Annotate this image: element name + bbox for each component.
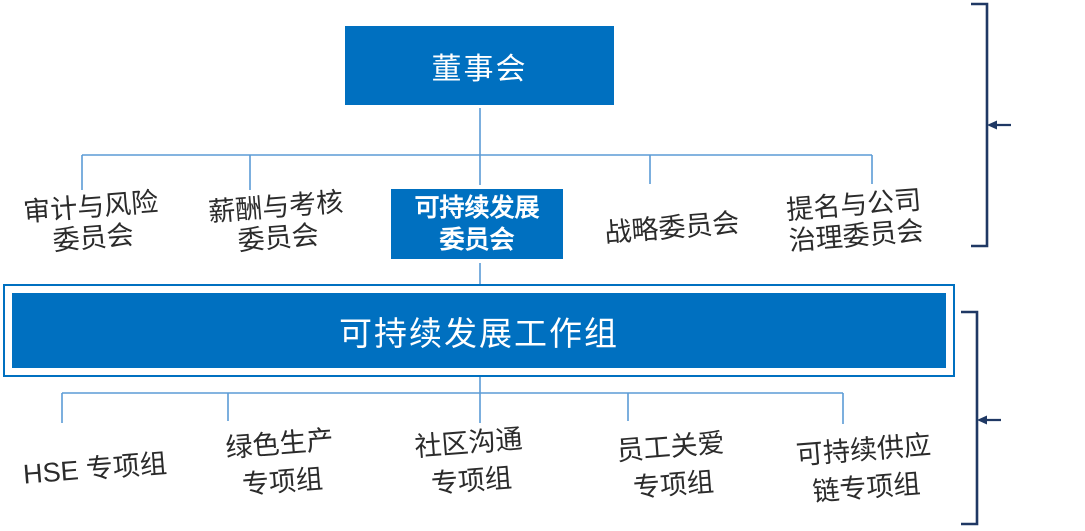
node-green-production-task-force[interactable]: 绿色生产 专项组: [193, 418, 368, 507]
level2-connector-lines: [81, 108, 873, 190]
node-employee-care-task-force[interactable]: 员工关爱 专项组: [584, 421, 759, 510]
node-sustainable-supply-chain-task-force[interactable]: 可持续供应 链专项组: [777, 424, 952, 513]
group-bracket-bottom: [961, 310, 1001, 526]
group-bracket-top: [971, 2, 1011, 248]
node-community-communication-task-force[interactable]: 社区沟通 专项组: [382, 417, 557, 506]
node-board-label: 董事会: [431, 52, 528, 86]
level4-connector-lines: [61, 369, 844, 424]
node-sustainability-committee[interactable]: 可持续发展 委员会: [387, 185, 567, 263]
working-group-fill: 可持续发展工作组: [12, 293, 946, 368]
working-group-label: 可持续发展工作组: [339, 314, 619, 352]
label-line: 委员会: [439, 226, 515, 254]
label-line: 可持续发展: [414, 194, 540, 222]
node-sustainability-working-group[interactable]: 可持续发展工作组: [3, 284, 955, 377]
node-board-of-directors[interactable]: 董事会: [342, 23, 617, 108]
